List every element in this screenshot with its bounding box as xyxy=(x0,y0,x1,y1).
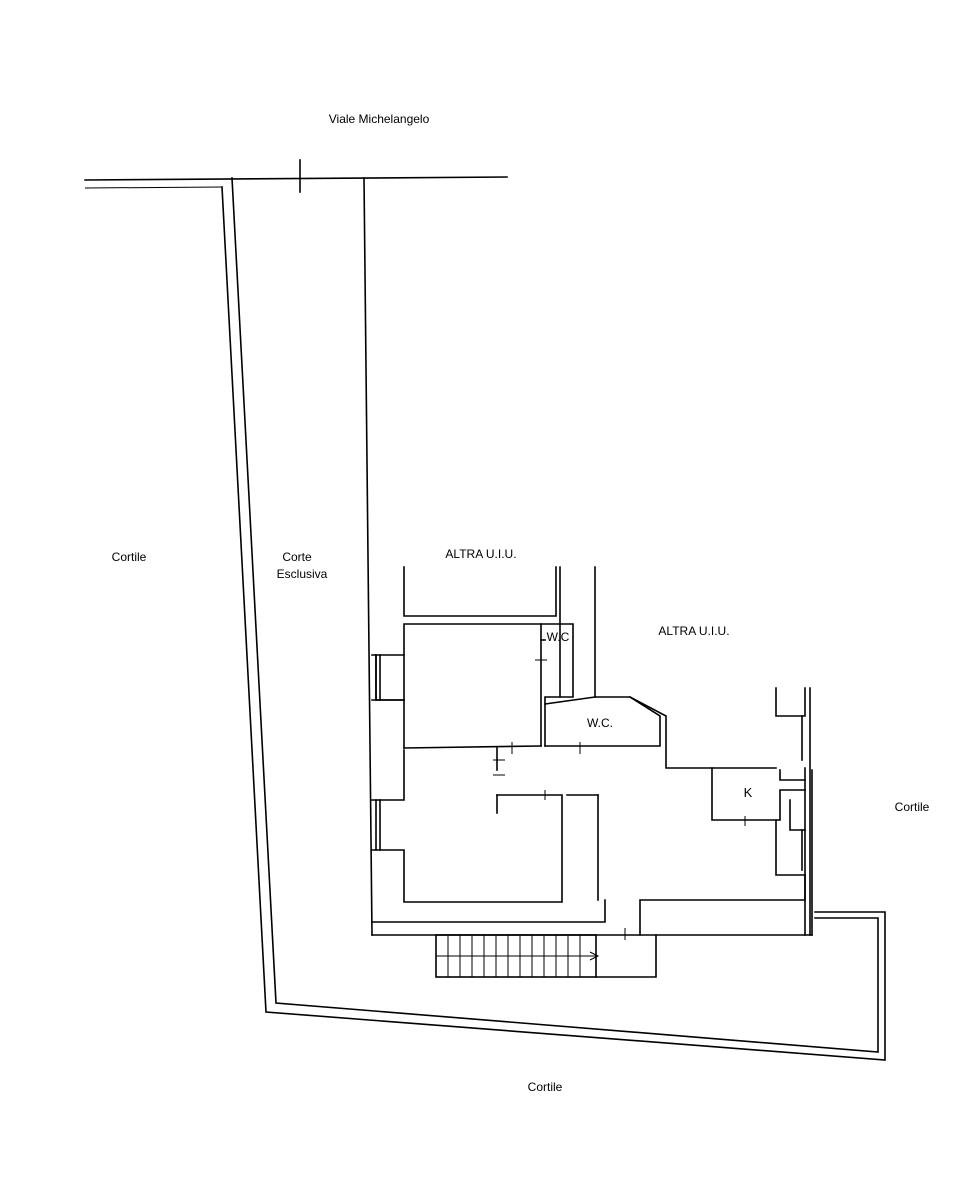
altra-uiu-label-1: ALTRA U.I.U. xyxy=(445,547,517,561)
street-boundary xyxy=(84,159,508,193)
corte-esclusiva-label-line1: Corte xyxy=(282,550,312,564)
courtyard-boundary xyxy=(221,177,886,1061)
wc-label-1: W.C xyxy=(546,630,570,644)
altra-uiu-label-2: ALTRA U.I.U. xyxy=(658,624,730,638)
corte-esclusiva-label-line2: Esclusiva xyxy=(276,567,328,581)
cortile-left-label: Cortile xyxy=(111,550,147,564)
building-walls xyxy=(371,566,813,940)
cortile-bottom-label: Cortile xyxy=(527,1080,563,1094)
entrance-stairs xyxy=(435,934,657,978)
cortile-right-label: Cortile xyxy=(894,800,930,814)
kitchen-label: K xyxy=(743,785,753,800)
street-label: Viale Michelangelo xyxy=(328,112,430,126)
wc-label-2: W.C. xyxy=(587,716,613,730)
